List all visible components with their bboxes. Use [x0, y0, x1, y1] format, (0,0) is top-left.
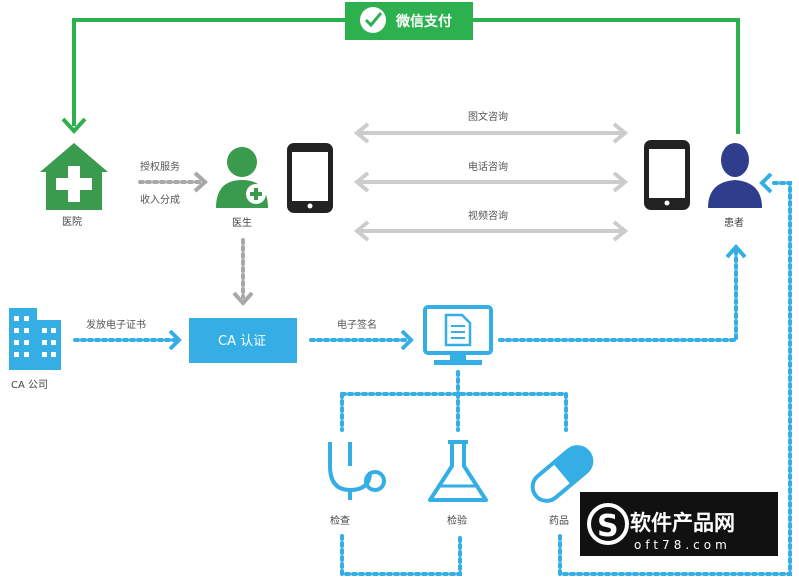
flask-icon [428, 440, 488, 502]
wechat-pay-label: 微信支付 [395, 13, 452, 30]
ca-auth-label: CA 认证 [218, 334, 266, 349]
ca-auth-box: CA 认证 [189, 318, 297, 363]
hospital-doctor-arrow [138, 171, 208, 193]
exam-label: 检查 [330, 514, 350, 527]
svg-text:S: S [597, 509, 619, 544]
wechat-pay-icon [360, 7, 386, 33]
ca-company-label: CA 公司 [11, 380, 48, 391]
doctor-ca-arrow [232, 238, 254, 306]
authorize-label: 授权服务 [140, 160, 180, 173]
medicine-label: 药品 [549, 515, 569, 527]
image-text-consult-arrow [353, 122, 629, 144]
hospital-label: 医院 [62, 215, 82, 228]
issue-cert-label: 发放电子证书 [86, 318, 146, 331]
medicine-patient-loop [558, 172, 792, 576]
capsule-icon [530, 445, 594, 503]
video-consult-label: 视频咨询 [468, 209, 508, 222]
ca-company-icon [9, 308, 61, 370]
patient-label: 患者 [724, 217, 744, 229]
watermark-brand: 软件产品网 [630, 511, 735, 535]
patient-phone-icon [644, 140, 690, 210]
image-text-consult-label: 图文咨询 [468, 110, 508, 123]
stethoscope-icon [328, 442, 386, 500]
ca-auth-signature-arrow [309, 329, 414, 351]
prescription-monitor-icon [423, 305, 493, 365]
phone-consult-arrow [353, 171, 629, 193]
test-label: 检验 [447, 514, 467, 527]
ca-company-auth-arrow [73, 329, 182, 351]
watermark-logo: S 软件产品网 oft78.com [580, 492, 778, 556]
doctor-label: 医生 [232, 216, 252, 229]
hospital-icon [40, 143, 108, 210]
patient-icon [708, 143, 762, 208]
exam-test-connector [340, 534, 462, 576]
revenue-share-label: 收入分成 [140, 193, 180, 206]
phone-consult-label: 电话咨询 [468, 160, 508, 173]
video-consult-arrow [353, 220, 629, 242]
monitor-branch-lines [340, 370, 568, 432]
doctor-icon [216, 147, 268, 208]
doctor-phone-icon [287, 143, 333, 213]
wechat-pay-badge: 微信支付 [345, 2, 473, 40]
wechat-pay-loop [61, 18, 740, 134]
watermark-domain: oft78.com [634, 538, 731, 552]
e-signature-label: 电子签名 [337, 318, 377, 331]
monitor-patient-arrow [498, 244, 747, 342]
